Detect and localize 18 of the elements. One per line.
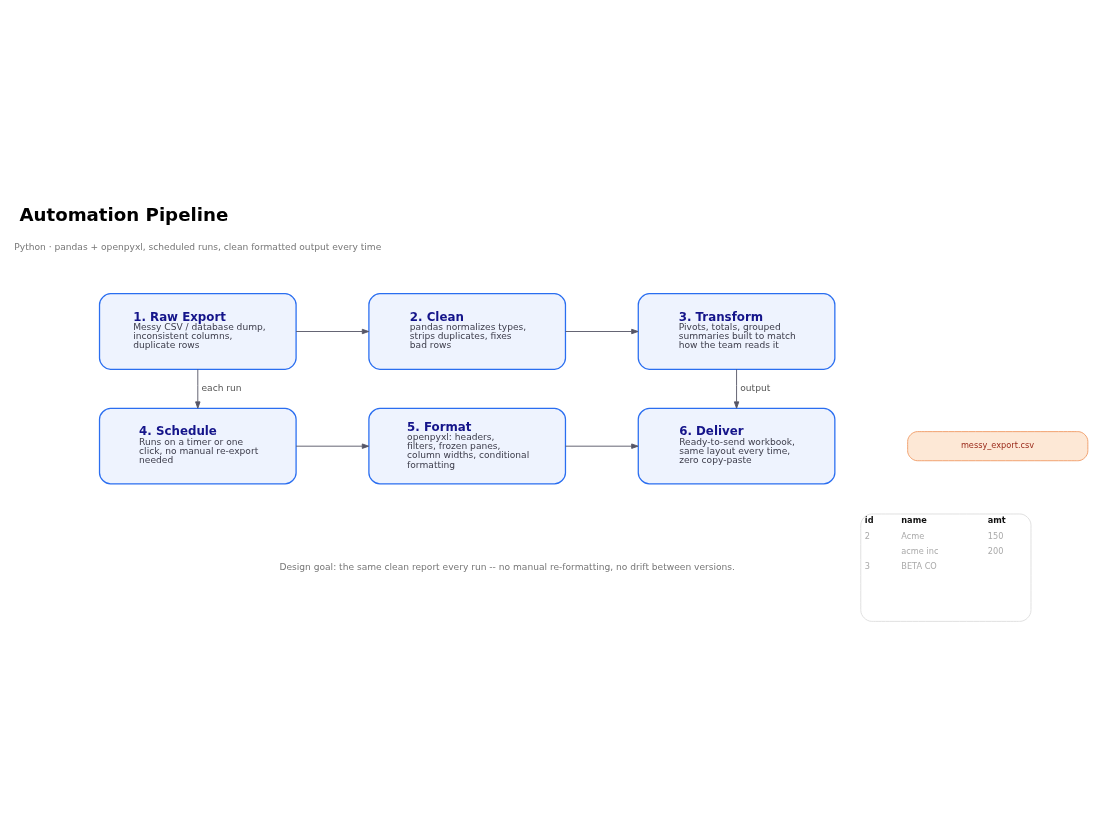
arrow bbox=[195, 368, 201, 409]
arrow bbox=[565, 328, 639, 335]
arrow bbox=[295, 443, 370, 449]
node-box: 5. Format openpyxl: headers, filters, frozen panes, column widths, conditional formatting bbox=[368, 407, 567, 485]
label: Design goal: the same clean report every run -- no manual re-formatting, no drift between versions. bbox=[279, 561, 736, 572]
diagram-title: Automation Pipeline bbox=[19, 203, 229, 225]
edge-label: each run bbox=[201, 383, 242, 394]
arrow bbox=[733, 368, 740, 409]
node-box: 1. Raw Export Messy CSV / database dump, inconsistent columns, duplicate rows bbox=[98, 293, 297, 370]
arrow bbox=[565, 443, 639, 449]
node-box: 6. Deliver Ready-to-send workbook, same layout every time, zero copy-paste bbox=[637, 407, 836, 485]
node-box: 3. Transform Pivots, totals, grouped summaries built to match how the team reads it bbox=[637, 293, 836, 370]
edge-label: output bbox=[740, 383, 771, 394]
node-box: 2. Clean pandas normalizes types, strips duplicates, fixes bad rows bbox=[368, 293, 567, 370]
label: Python · pandas + openpyxl, scheduled runs, clean formatted output every time bbox=[14, 241, 382, 252]
arrow bbox=[295, 328, 370, 335]
node-box: messy_export.csv bbox=[907, 431, 1089, 462]
node-box: 4. Schedule Runs on a timer or one click, no manual re-export needed bbox=[98, 407, 297, 485]
